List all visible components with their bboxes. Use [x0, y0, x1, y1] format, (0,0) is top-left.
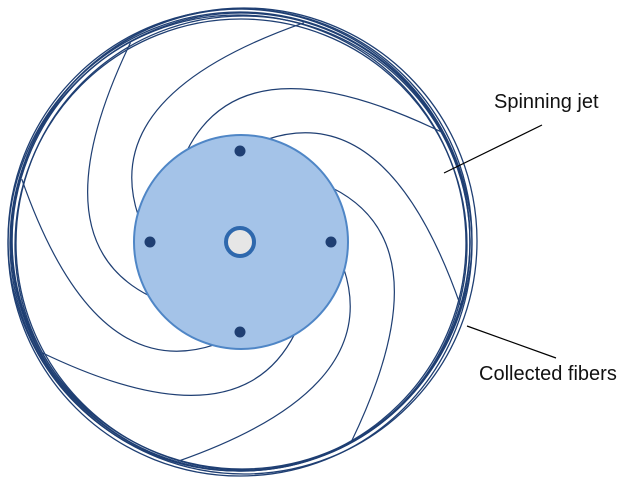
spinning-jet-arc [131, 22, 304, 216]
spinning-jet-arc [41, 332, 296, 396]
center-axle [224, 226, 256, 258]
spinning-jet-arc [331, 187, 395, 442]
collected-fibers-leader-line [466, 325, 557, 359]
nozzle-hole-bottom [234, 326, 246, 338]
collected-fibers-rings [7, 7, 478, 477]
fiber-ring [11, 8, 473, 470]
fiber-ring [15, 15, 471, 471]
spinning-jet-arc [21, 179, 215, 352]
spinning-jet-leader-line [443, 124, 543, 174]
fiber-ring [10, 7, 478, 475]
nozzle-hole-left [144, 236, 156, 248]
collected-fibers-label: Collected fibers [479, 363, 617, 385]
spinning-jet-label: Spinning jet [494, 91, 599, 113]
nozzle-hole-right [325, 236, 337, 248]
fiber-ring [14, 18, 468, 472]
nozzle-hole-top [234, 145, 246, 157]
spinning-jet-arc [267, 132, 461, 305]
spinning-jets [21, 22, 461, 462]
spinning-jet-arc [178, 268, 351, 462]
spinning-jet-arc [87, 42, 151, 297]
spinning-jet-arc [186, 88, 441, 152]
